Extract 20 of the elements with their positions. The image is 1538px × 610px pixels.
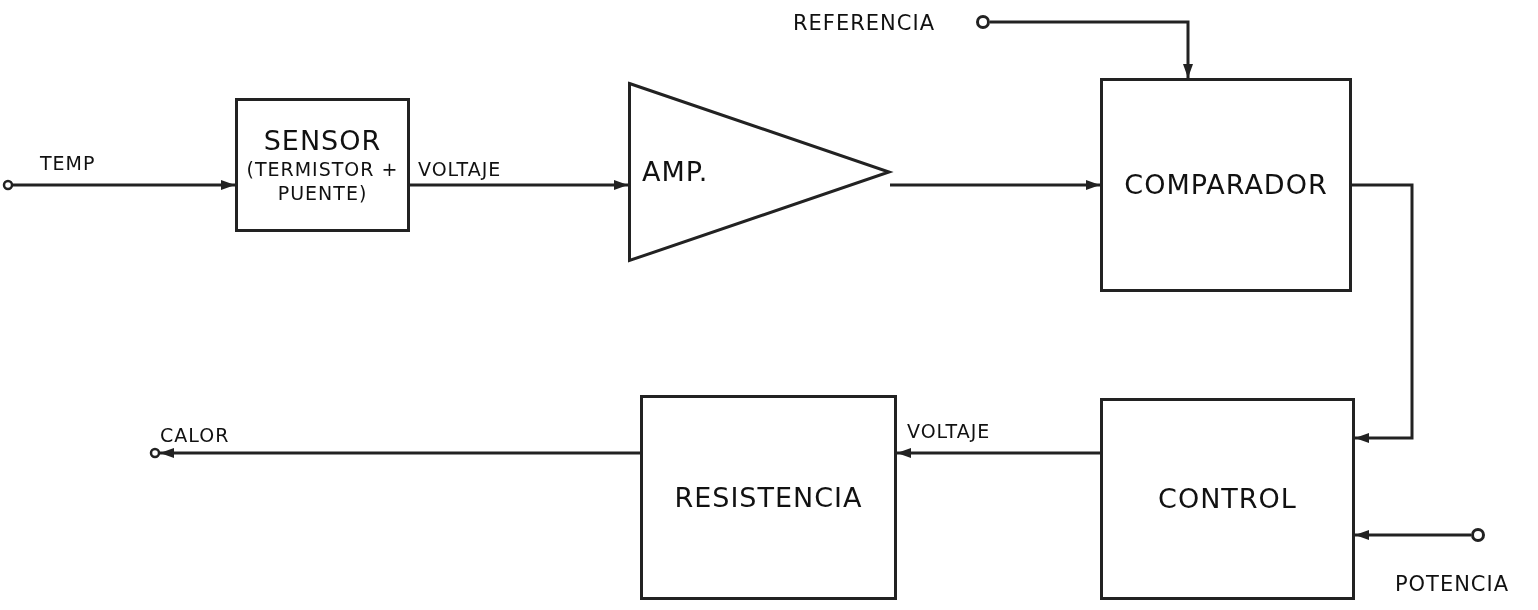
node-title: RESISTENCIA (674, 480, 863, 515)
arrow (890, 180, 1100, 190)
arrow (990, 20, 1193, 78)
node-title: COMPARADOR (1124, 168, 1328, 202)
block-box (640, 395, 897, 600)
node-title: AMP. (642, 155, 709, 189)
arrow (897, 448, 1100, 458)
block-box (1100, 398, 1355, 600)
node-subtext: (TERMISTOR + PUENTE) (245, 158, 400, 206)
arrow (1352, 183, 1414, 443)
arrow (410, 180, 628, 190)
node-title: REFERENCIA (793, 9, 935, 37)
node-title: SENSOR (263, 124, 382, 159)
node-title: POTENCIA (1394, 570, 1510, 597)
arrow (149, 446, 640, 460)
block-box (1100, 78, 1352, 292)
arrow (1355, 530, 1473, 540)
arrow (2, 179, 235, 191)
node-title: CONTROL (1158, 482, 1297, 516)
block-box (235, 98, 410, 232)
